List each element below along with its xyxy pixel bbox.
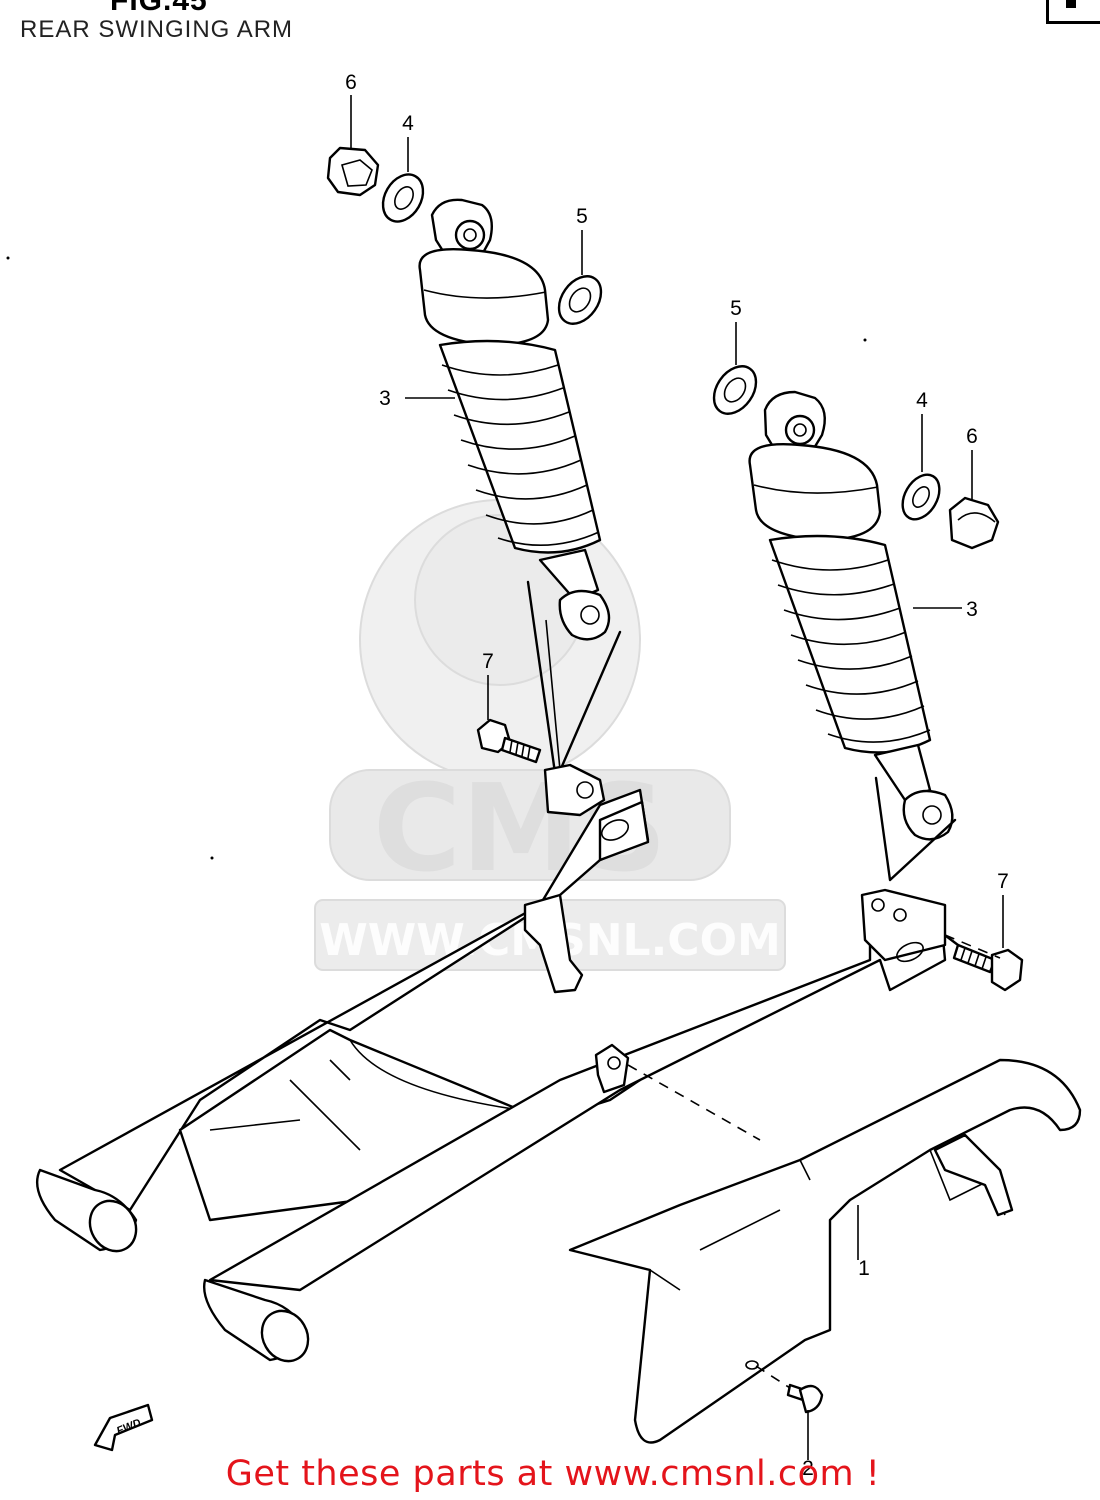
callout-6-left: 6 — [345, 71, 357, 94]
swinging-arm[interactable] — [35, 763, 947, 1370]
callout-5-right: 5 — [730, 297, 742, 320]
bolt-right[interactable] — [916, 913, 1024, 992]
shock-spring-right — [768, 534, 932, 754]
callout-6-right: 6 — [966, 425, 978, 448]
leader-lines-dashed — [627, 934, 1001, 1389]
page-corner-mark — [1066, 0, 1076, 8]
cap-nut-left[interactable] — [326, 146, 380, 197]
washer-right-top[interactable] — [895, 468, 947, 526]
callout-7-right: 7 — [997, 870, 1009, 893]
bolt-left[interactable] — [476, 718, 542, 764]
cap-nut-right[interactable] — [948, 496, 1000, 550]
chain-case[interactable] — [568, 1058, 1082, 1444]
footer-parts-link[interactable]: Get these parts at www.cmsnl.com ! — [225, 1454, 881, 1494]
callout-1: 1 — [858, 1257, 870, 1280]
page-corner-frame — [1046, 0, 1100, 24]
screw[interactable] — [786, 1383, 824, 1414]
washer-left-top[interactable] — [375, 167, 431, 228]
washer-right-spacer[interactable] — [705, 358, 764, 421]
shock-absorber-right[interactable] — [748, 390, 954, 841]
figure-number: FIG.45 — [110, 0, 208, 17]
forward-arrow-icon: FWD — [93, 1403, 154, 1452]
callout-5-left: 5 — [576, 205, 588, 228]
callout-3-right: 3 — [966, 598, 978, 621]
callout-2: 2 — [802, 1457, 814, 1480]
callout-7-left: 7 — [482, 650, 494, 673]
callout-4-right: 4 — [916, 389, 928, 412]
shock-absorber-left[interactable] — [418, 198, 611, 641]
callout-leaders — [350, 95, 1004, 1460]
diagram-title: REAR SWINGING ARM — [20, 16, 294, 43]
callout-4-left: 4 — [402, 112, 414, 135]
callout-3-left: 3 — [379, 387, 391, 410]
shock-spring-left — [438, 339, 602, 554]
callout-numbers: 6 4 5 3 5 4 6 3 7 7 1 2 — [345, 71, 1009, 1480]
right-shock-link — [874, 776, 957, 882]
washer-left-spacer[interactable] — [550, 268, 609, 331]
